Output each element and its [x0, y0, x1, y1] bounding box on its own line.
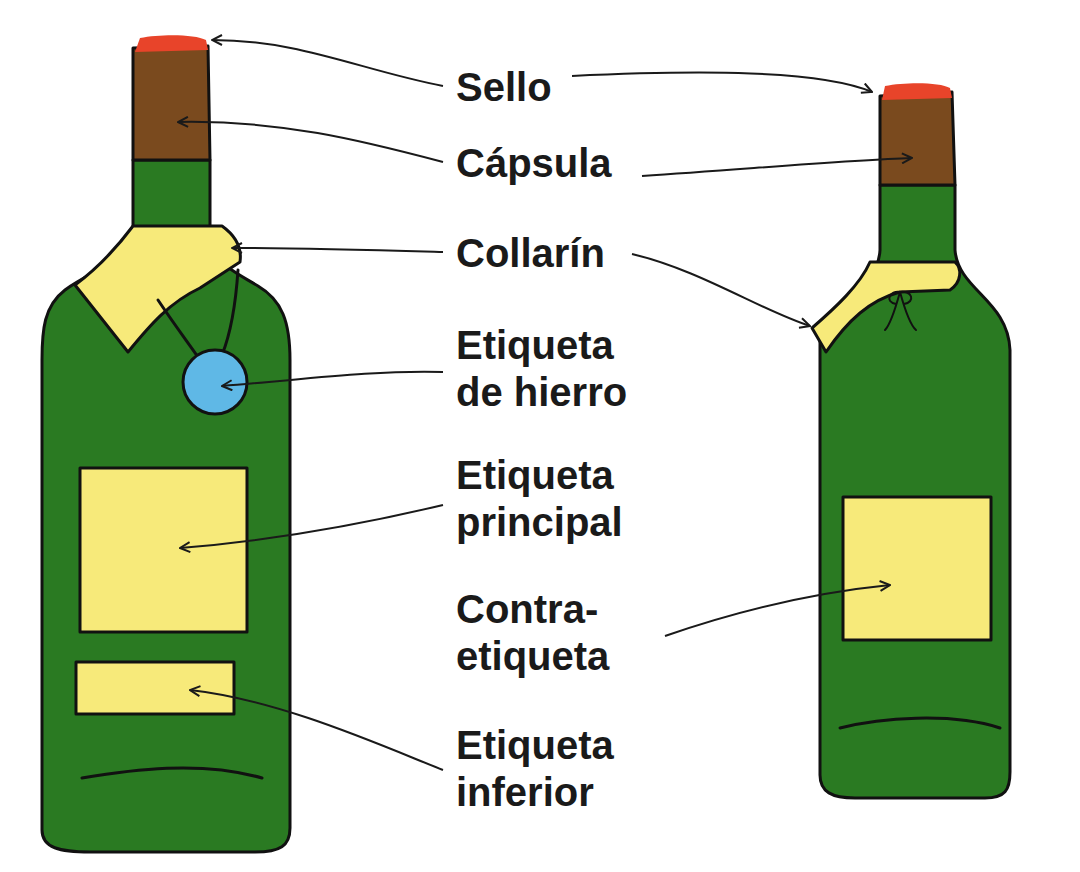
- iron-label: [183, 350, 247, 414]
- leader-line: [178, 122, 443, 162]
- right-seal: [882, 83, 952, 100]
- left-main-label: [80, 468, 247, 632]
- right-collar: [812, 262, 960, 352]
- part-label: Contra-etiqueta: [456, 586, 661, 680]
- part-label: Cápsula: [456, 140, 661, 187]
- leader-line: [642, 158, 912, 176]
- leader-line: [572, 73, 872, 92]
- leader-line: [180, 505, 443, 548]
- part-label: Etiqueta de hierro: [456, 322, 661, 416]
- left-collar: [75, 226, 240, 352]
- leader-line: [222, 372, 443, 386]
- right-punt: [840, 718, 1000, 728]
- right-collar-bow: [885, 292, 916, 330]
- left-collar-string: [158, 270, 238, 360]
- part-label: Sello: [456, 64, 661, 111]
- right-back-label: [843, 497, 991, 640]
- part-label: Etiqueta principal: [456, 452, 661, 546]
- right-capsule: [880, 92, 955, 185]
- leader-line: [190, 690, 443, 770]
- left-punt: [82, 768, 262, 778]
- part-label: Collarín: [456, 230, 661, 277]
- leader-line: [232, 248, 443, 252]
- left-lower-label: [76, 662, 234, 714]
- leader-line: [632, 254, 810, 326]
- part-label: Etiqueta inferior: [456, 722, 661, 816]
- left-bottle: [42, 160, 290, 852]
- leader-line: [212, 40, 443, 86]
- leader-line: [665, 585, 890, 636]
- left-seal: [135, 35, 208, 52]
- left-capsule: [133, 46, 210, 160]
